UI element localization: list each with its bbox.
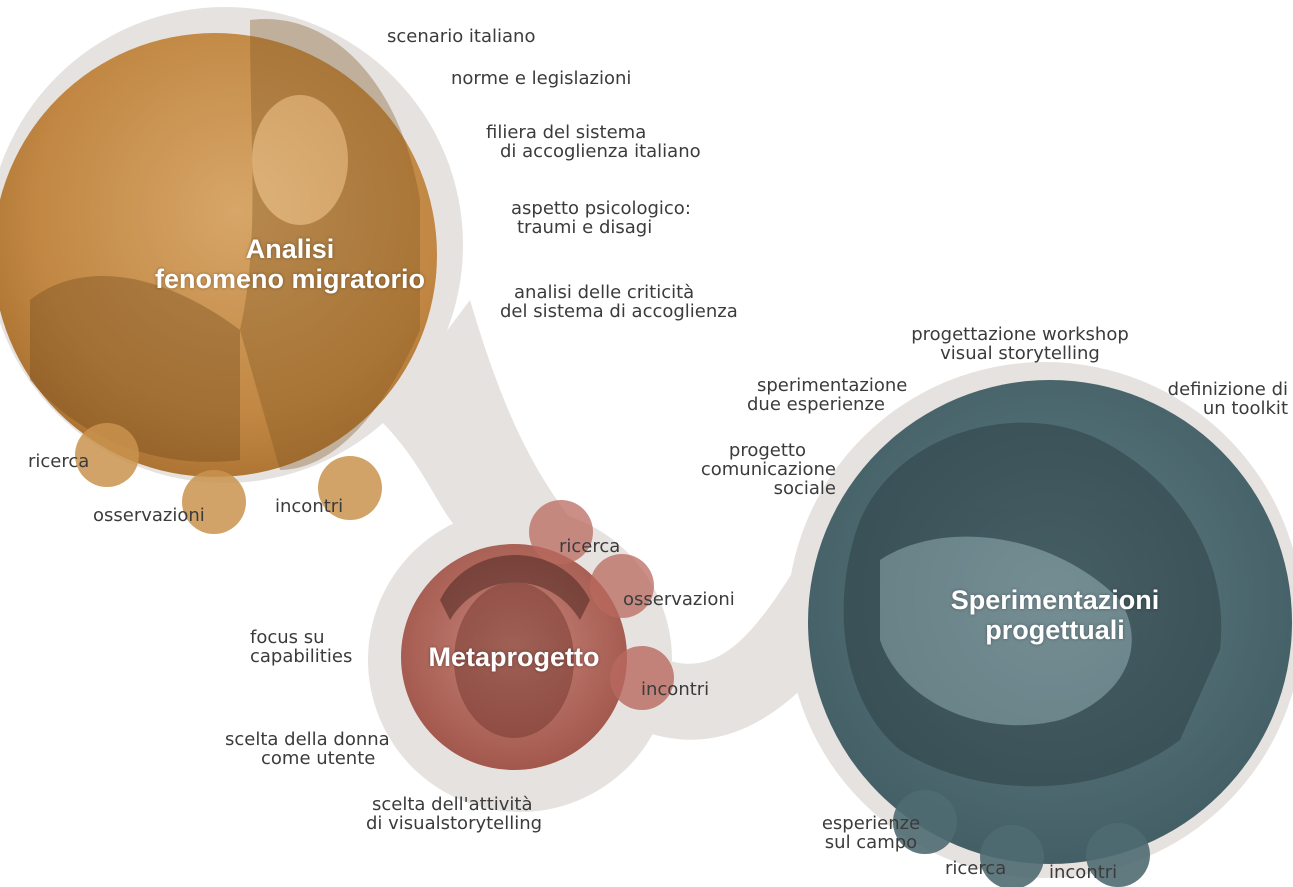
topic-focus-capabilities: focus su capabilities — [250, 628, 380, 666]
speri-bubble-label-esperienze: esperienze sul campo — [812, 814, 930, 852]
analisi-bubble-label-incontri: incontri — [275, 497, 343, 516]
analisi-bubble-label-osservazioni: osservazioni — [93, 506, 205, 525]
topic-scelta-donna: scelta della donna come utente — [225, 730, 390, 768]
meta-title: Metaprogetto — [404, 642, 624, 672]
topic-analisi-criticita: analisi delle criticità del sistema di a… — [514, 283, 738, 321]
meta-bubble-label-osservazioni: osservazioni — [623, 590, 735, 609]
topic-scelta-attivita: scelta dell'attività di visualstorytelli… — [366, 795, 542, 833]
analisi-bubble-label-ricerca: ricerca — [28, 452, 89, 471]
topic-scenario-italiano: scenario italiano — [387, 27, 535, 46]
speri-bubble-label-incontri: incontri — [1049, 863, 1117, 882]
topic-norme-legislazioni: norme e legislazioni — [451, 69, 631, 88]
meta-bubble-label-ricerca: ricerca — [559, 537, 620, 556]
topic-filiera-sistema: filiera del sistema di accoglienza itali… — [486, 123, 701, 161]
topic-progetto-comunicazione: progetto comunicazione sociale — [660, 441, 836, 498]
topic-progettazione-workshop: progettazione workshop visual storytelli… — [880, 325, 1160, 363]
topic-aspetto-psicologico: aspetto psicologico: traumi e disagi — [511, 199, 691, 237]
topic-definizione-toolkit: definizione di un toolkit — [1140, 380, 1288, 418]
meta-bubble-label-incontri: incontri — [641, 680, 709, 699]
analisi-title: Analisi fenomeno migratorio — [130, 234, 450, 294]
topic-sperimentazione: sperimentazione due esperienze — [757, 376, 907, 414]
speri-bubble-label-ricerca: ricerca — [945, 859, 1006, 878]
speri-title: Sperimentazioni progettuali — [910, 585, 1200, 645]
